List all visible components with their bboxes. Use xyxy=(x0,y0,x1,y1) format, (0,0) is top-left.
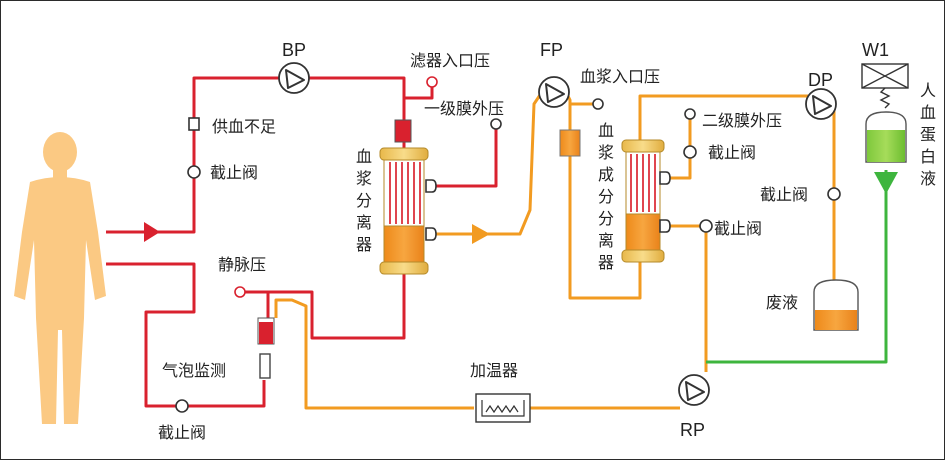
pump-icon xyxy=(678,374,710,406)
label-blood-supply-low: 供血不足 xyxy=(212,117,276,136)
plasma-separator xyxy=(379,119,437,275)
label-albumin: 人 血 蛋 白 液 xyxy=(920,81,936,188)
pump-icon xyxy=(538,76,570,108)
label-stop-valve-return: 截止阀 xyxy=(158,423,206,442)
plasma-fractionator xyxy=(559,129,671,263)
label-plasma-separator: 血 浆 分 离 器 xyxy=(356,147,372,254)
vchar: 浆 xyxy=(356,169,372,188)
vchar: 浆 xyxy=(598,143,614,162)
vchar: 血 xyxy=(598,121,614,140)
vchar: 液 xyxy=(920,169,936,188)
label-stop-valve-waste: 截止阀 xyxy=(760,185,808,204)
vchar: 成 xyxy=(598,165,614,184)
vchar: 分 xyxy=(356,191,372,210)
vchar: 人 xyxy=(920,81,936,100)
label-stop-valve-arterial: 截止阀 xyxy=(210,163,258,182)
label-waste: 废液 xyxy=(766,293,798,312)
label-fp: FP xyxy=(540,40,563,60)
vchar: 分 xyxy=(598,187,614,206)
label-plasma-inlet-pressure: 血浆入口压 xyxy=(580,67,660,86)
label-venous-pressure: 静脉压 xyxy=(218,255,266,274)
vchar: 白 xyxy=(920,147,936,166)
flow-arrow-icon xyxy=(874,172,898,194)
vchar: 离 xyxy=(356,213,372,232)
valve-icon xyxy=(175,76,841,413)
heater-icon xyxy=(475,393,531,423)
scale-icon xyxy=(861,63,909,109)
label-plasma-fractionator: 血 浆 成 分 分 离 器 xyxy=(598,121,614,272)
label-w1: W1 xyxy=(862,40,889,60)
albumin-circuit xyxy=(706,170,888,364)
flow-arrow-icon xyxy=(144,222,160,242)
label-bp: BP xyxy=(282,40,306,60)
vchar: 蛋 xyxy=(920,125,936,144)
vchar: 器 xyxy=(598,253,614,272)
label-stop-valve-secondary: 截止阀 xyxy=(708,143,756,162)
label-dp: DP xyxy=(808,70,833,90)
label-filter-inlet-pressure: 滤器入口压 xyxy=(410,51,490,70)
blood-circuit xyxy=(106,76,498,408)
pump-icon xyxy=(278,62,310,94)
venous-drip-chamber xyxy=(257,317,275,379)
flow-arrow-icon xyxy=(472,224,490,244)
label-stop-valve-fractionator: 截止阀 xyxy=(714,219,762,238)
label-rp: RP xyxy=(680,420,705,440)
vchar: 器 xyxy=(356,235,372,254)
vchar: 离 xyxy=(598,231,614,250)
vchar: 血 xyxy=(356,147,372,166)
label-secondary-tmp: 二级膜外压 xyxy=(702,111,782,130)
albumin-bag-icon xyxy=(865,111,907,163)
waste-bag-icon xyxy=(813,279,859,331)
pump-icon xyxy=(805,88,837,120)
vchar: 血 xyxy=(920,103,936,122)
vchar: 分 xyxy=(598,209,614,228)
label-primary-tmp: 一级膜外压 xyxy=(424,99,504,118)
label-bubble-monitor: 气泡监测 xyxy=(162,361,226,380)
label-heater: 加温器 xyxy=(470,361,518,380)
human-body-icon xyxy=(14,132,106,424)
